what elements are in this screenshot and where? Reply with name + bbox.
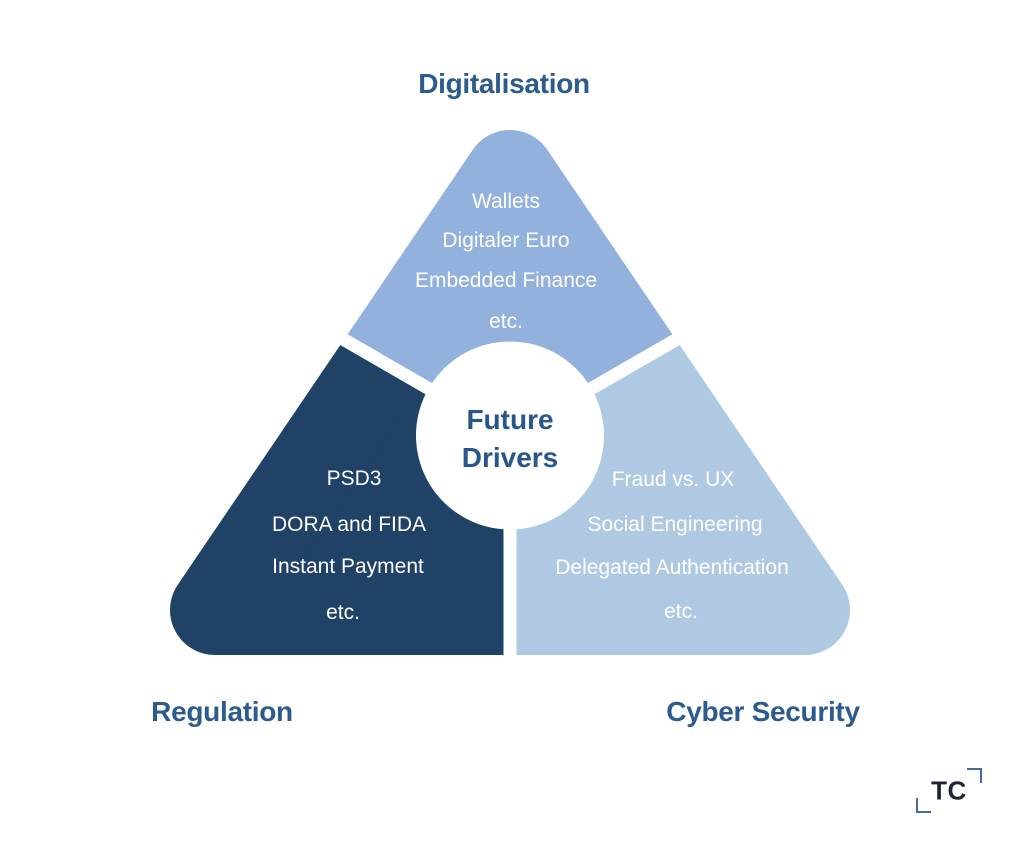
logo-bracket-top-right-icon <box>967 768 982 783</box>
regulation-item: etc. <box>326 601 360 624</box>
separator-left <box>0 133 514 442</box>
segment-regulation <box>170 135 510 655</box>
center-label: Future Drivers <box>462 401 559 477</box>
digitalisation-item: Wallets <box>471 190 541 213</box>
logo-text: TC <box>931 775 967 805</box>
segment-cyber-security <box>510 135 850 655</box>
digitalisation-item: Digitaler Euro <box>442 229 570 252</box>
separator-right <box>506 131 1024 442</box>
cyber-security-item: Fraud vs. UX <box>611 468 735 491</box>
digitalisation-heading: Digitalisation <box>418 68 590 99</box>
regulation-item: DORA and FIDA <box>271 513 427 536</box>
cyber-security-heading: Cyber Security <box>666 696 860 727</box>
center-label-line2: Drivers <box>461 442 559 473</box>
regulation-heading: Regulation <box>151 696 293 727</box>
regulation-item: PSD3 <box>326 467 382 490</box>
cyber-security-item: etc. <box>664 600 698 623</box>
center-label-line1: Future <box>466 404 554 435</box>
digitalisation-item: Embedded Finance <box>414 269 598 292</box>
regulation-item: Instant Payment <box>272 555 424 578</box>
cyber-security-item: Social Engineering <box>587 513 763 536</box>
center-circle <box>416 341 604 530</box>
logo-bracket-bottom-left-icon <box>916 798 931 813</box>
cyber-security-item: Delegated Authentication <box>555 556 789 579</box>
logo: TC <box>916 768 982 813</box>
digitalisation-item: etc. <box>489 310 523 333</box>
